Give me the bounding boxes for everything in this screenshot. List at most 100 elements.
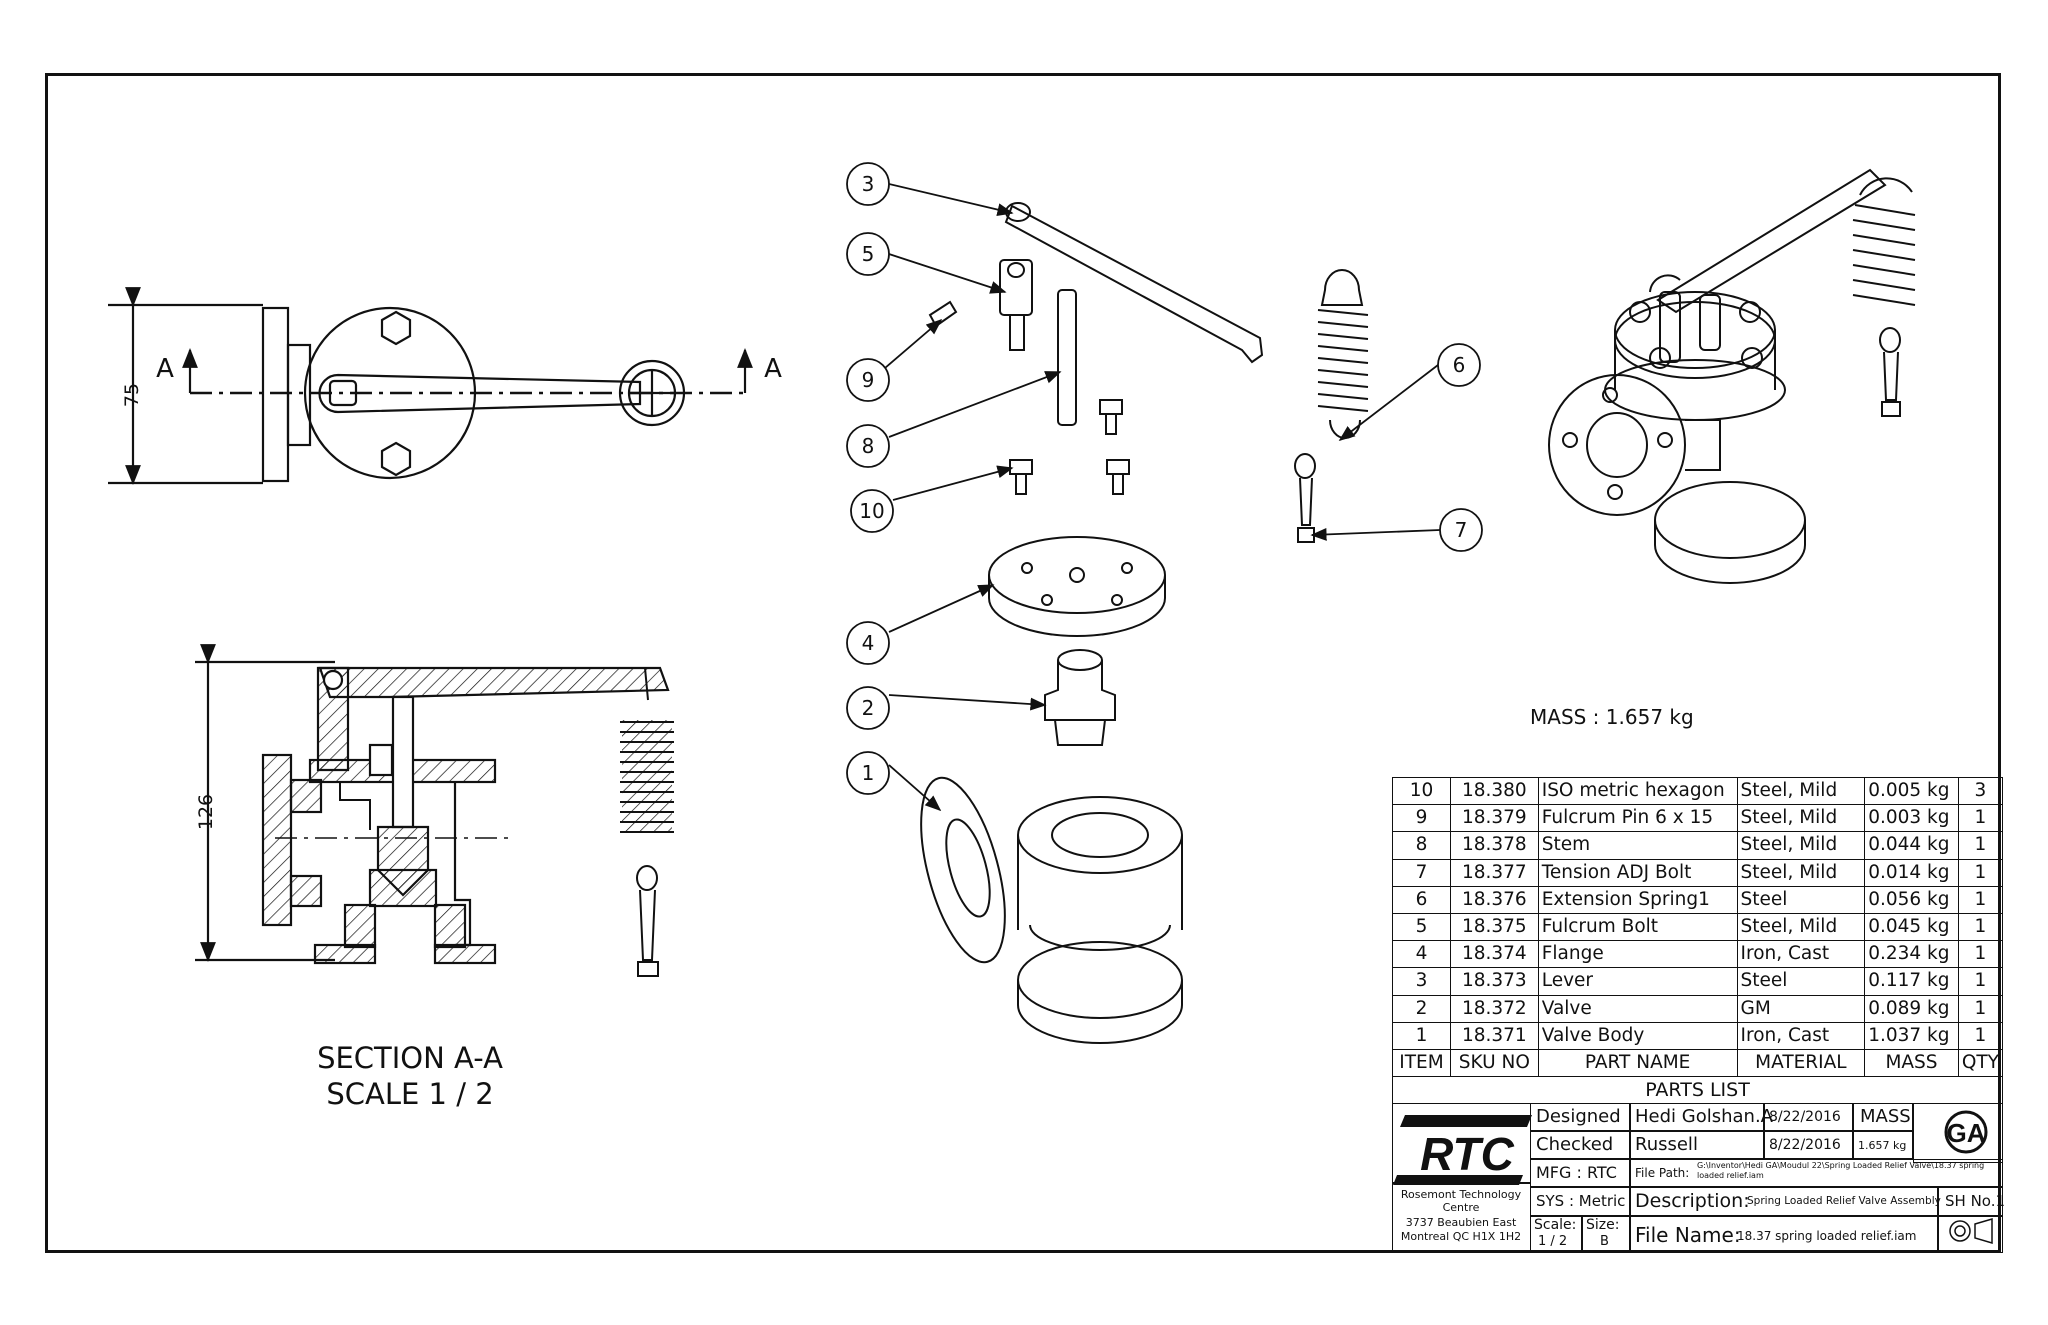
- section-letter-right: A: [764, 354, 782, 384]
- cell-part-name: Flange: [1537, 940, 1738, 969]
- cell-item: 10: [1392, 776, 1451, 806]
- cell-qty: 1: [1957, 912, 2004, 942]
- section-title: SECTION A-A: [317, 1041, 503, 1075]
- dimension-126: 126: [195, 794, 217, 830]
- cell-sku: 18.373: [1449, 967, 1539, 996]
- balloon-4: 4: [862, 631, 875, 655]
- header-part-name: PART NAME: [1537, 1048, 1738, 1078]
- cell-sku: 18.377: [1449, 858, 1539, 887]
- scale-cell: Scale: 1 / 2: [1530, 1216, 1582, 1253]
- isometric-assembly: [1548, 168, 1916, 584]
- designer-mark-cell: [1913, 1103, 2003, 1163]
- cell-material: Steel, Mild: [1736, 804, 1866, 833]
- company-name: Rosemont Technology Centre: [1400, 1188, 1522, 1214]
- balloon-10: 10: [859, 499, 884, 523]
- dimension-75: 75: [121, 383, 143, 407]
- cell-item: 6: [1392, 885, 1451, 914]
- cell-item: 3: [1392, 967, 1451, 996]
- file-path-cell: File Path: G:\Inventor\Hedi GA\Moudul 22…: [1630, 1159, 2003, 1187]
- file-path-value: G:\Inventor\Hedi GA\Moudul 22\Spring Loa…: [1697, 1161, 1985, 1180]
- cell-material: Iron, Cast: [1736, 940, 1866, 969]
- cell-qty: 1: [1957, 804, 2004, 833]
- cell-material: Steel: [1736, 967, 1866, 996]
- cell-sku: 18.378: [1449, 831, 1539, 860]
- balloon-3: 3: [862, 172, 875, 196]
- cell-qty: 1: [1957, 858, 2004, 887]
- balloon-2: 2: [862, 696, 875, 720]
- cell-qty: 1: [1957, 831, 2004, 860]
- cell-item: 7: [1392, 858, 1451, 887]
- designed-date: 8/22/2016: [1769, 1109, 1841, 1125]
- file-name-label: File Name:: [1635, 1223, 1741, 1247]
- cell-item: 2: [1392, 994, 1451, 1023]
- cell-item: 1: [1392, 1021, 1451, 1050]
- designed-date-cell: 8/22/2016: [1764, 1103, 1853, 1131]
- cell-qty: 1: [1957, 994, 2004, 1023]
- cell-mass: 0.117 kg: [1864, 967, 1959, 996]
- cell-sku: 18.372: [1449, 994, 1539, 1023]
- svg-text:RTC: RTC: [1420, 1128, 1514, 1180]
- cell-sku: 18.374: [1449, 940, 1539, 969]
- cell-mass: 0.014 kg: [1864, 858, 1959, 887]
- drawing-sheet-border: [45, 73, 2001, 1253]
- cell-sku: 18.375: [1449, 912, 1539, 942]
- cell-sku: 18.371: [1449, 1021, 1539, 1050]
- assembly-mass-label: MASS : 1.657 kg: [1530, 705, 1694, 729]
- cell-qty: 3: [1957, 776, 2004, 806]
- cell-mass: 0.005 kg: [1864, 776, 1959, 806]
- size-value: B: [1600, 1234, 1609, 1249]
- header-sku: SKU NO: [1449, 1048, 1539, 1078]
- cell-mass: 0.056 kg: [1864, 885, 1959, 914]
- cell-item: 4: [1392, 940, 1451, 969]
- mfg-cell: MFG : RTC: [1530, 1159, 1630, 1187]
- balloon-6: 6: [1453, 353, 1466, 377]
- cell-item: 8: [1392, 831, 1451, 860]
- designed-label-cell: Designed: [1530, 1103, 1630, 1131]
- exploded-view: [884, 183, 1441, 1044]
- cell-part-name: Valve: [1537, 994, 1738, 1023]
- cell-part-name: Valve Body: [1537, 1021, 1738, 1050]
- balloon-1: 1: [862, 761, 875, 785]
- scale-value: 1 / 2: [1538, 1234, 1568, 1249]
- header-item: ITEM: [1392, 1048, 1451, 1078]
- mass-value-cell: 1.657 kg: [1853, 1131, 1913, 1159]
- size-label: Size:: [1586, 1217, 1620, 1233]
- ga-mark: GA: [1944, 1110, 1988, 1154]
- cell-part-name: Lever: [1537, 967, 1738, 996]
- cell-mass: 1.037 kg: [1864, 1021, 1959, 1050]
- part-balloons: [846, 162, 1483, 795]
- cell-part-name: Fulcrum Bolt: [1537, 912, 1738, 942]
- company-cell: Rosemont Technology Centre 3737 Beaubien…: [1392, 1183, 1531, 1253]
- cell-sku: 18.380: [1449, 776, 1539, 806]
- cell-part-name: ISO metric hexagon: [1537, 776, 1738, 806]
- cell-part-name: Stem: [1537, 831, 1738, 860]
- title-mass-value: 1.657 kg: [1858, 1139, 1907, 1152]
- file-path-label: File Path:: [1635, 1166, 1690, 1180]
- header-material: MATERIAL: [1736, 1048, 1866, 1078]
- cell-material: Steel, Mild: [1736, 858, 1866, 887]
- section-scale: SCALE 1 / 2: [326, 1077, 494, 1111]
- checked-date-cell: 8/22/2016: [1764, 1131, 1853, 1159]
- title-mass-label: MASS: [1860, 1106, 1911, 1127]
- cell-part-name: Tension ADJ Bolt: [1537, 858, 1738, 887]
- cell-mass: 0.003 kg: [1864, 804, 1959, 833]
- section-view: 126: [195, 644, 674, 977]
- sys-text: SYS : Metric: [1536, 1192, 1626, 1210]
- cell-mass: 0.044 kg: [1864, 831, 1959, 860]
- cell-qty: 1: [1957, 1021, 2004, 1050]
- cell-part-name: Extension Spring1: [1537, 885, 1738, 914]
- cell-qty: 1: [1957, 940, 2004, 969]
- sheet-number-cell: SH No.1: [1938, 1187, 2005, 1216]
- sys-cell: SYS : Metric: [1530, 1187, 1630, 1216]
- cell-sku: 18.379: [1449, 804, 1539, 833]
- projection-cell: [1938, 1216, 2003, 1253]
- checked-label: Checked: [1536, 1134, 1614, 1155]
- header-mass: MASS: [1864, 1048, 1959, 1078]
- checked-by-cell: Russell: [1630, 1131, 1764, 1159]
